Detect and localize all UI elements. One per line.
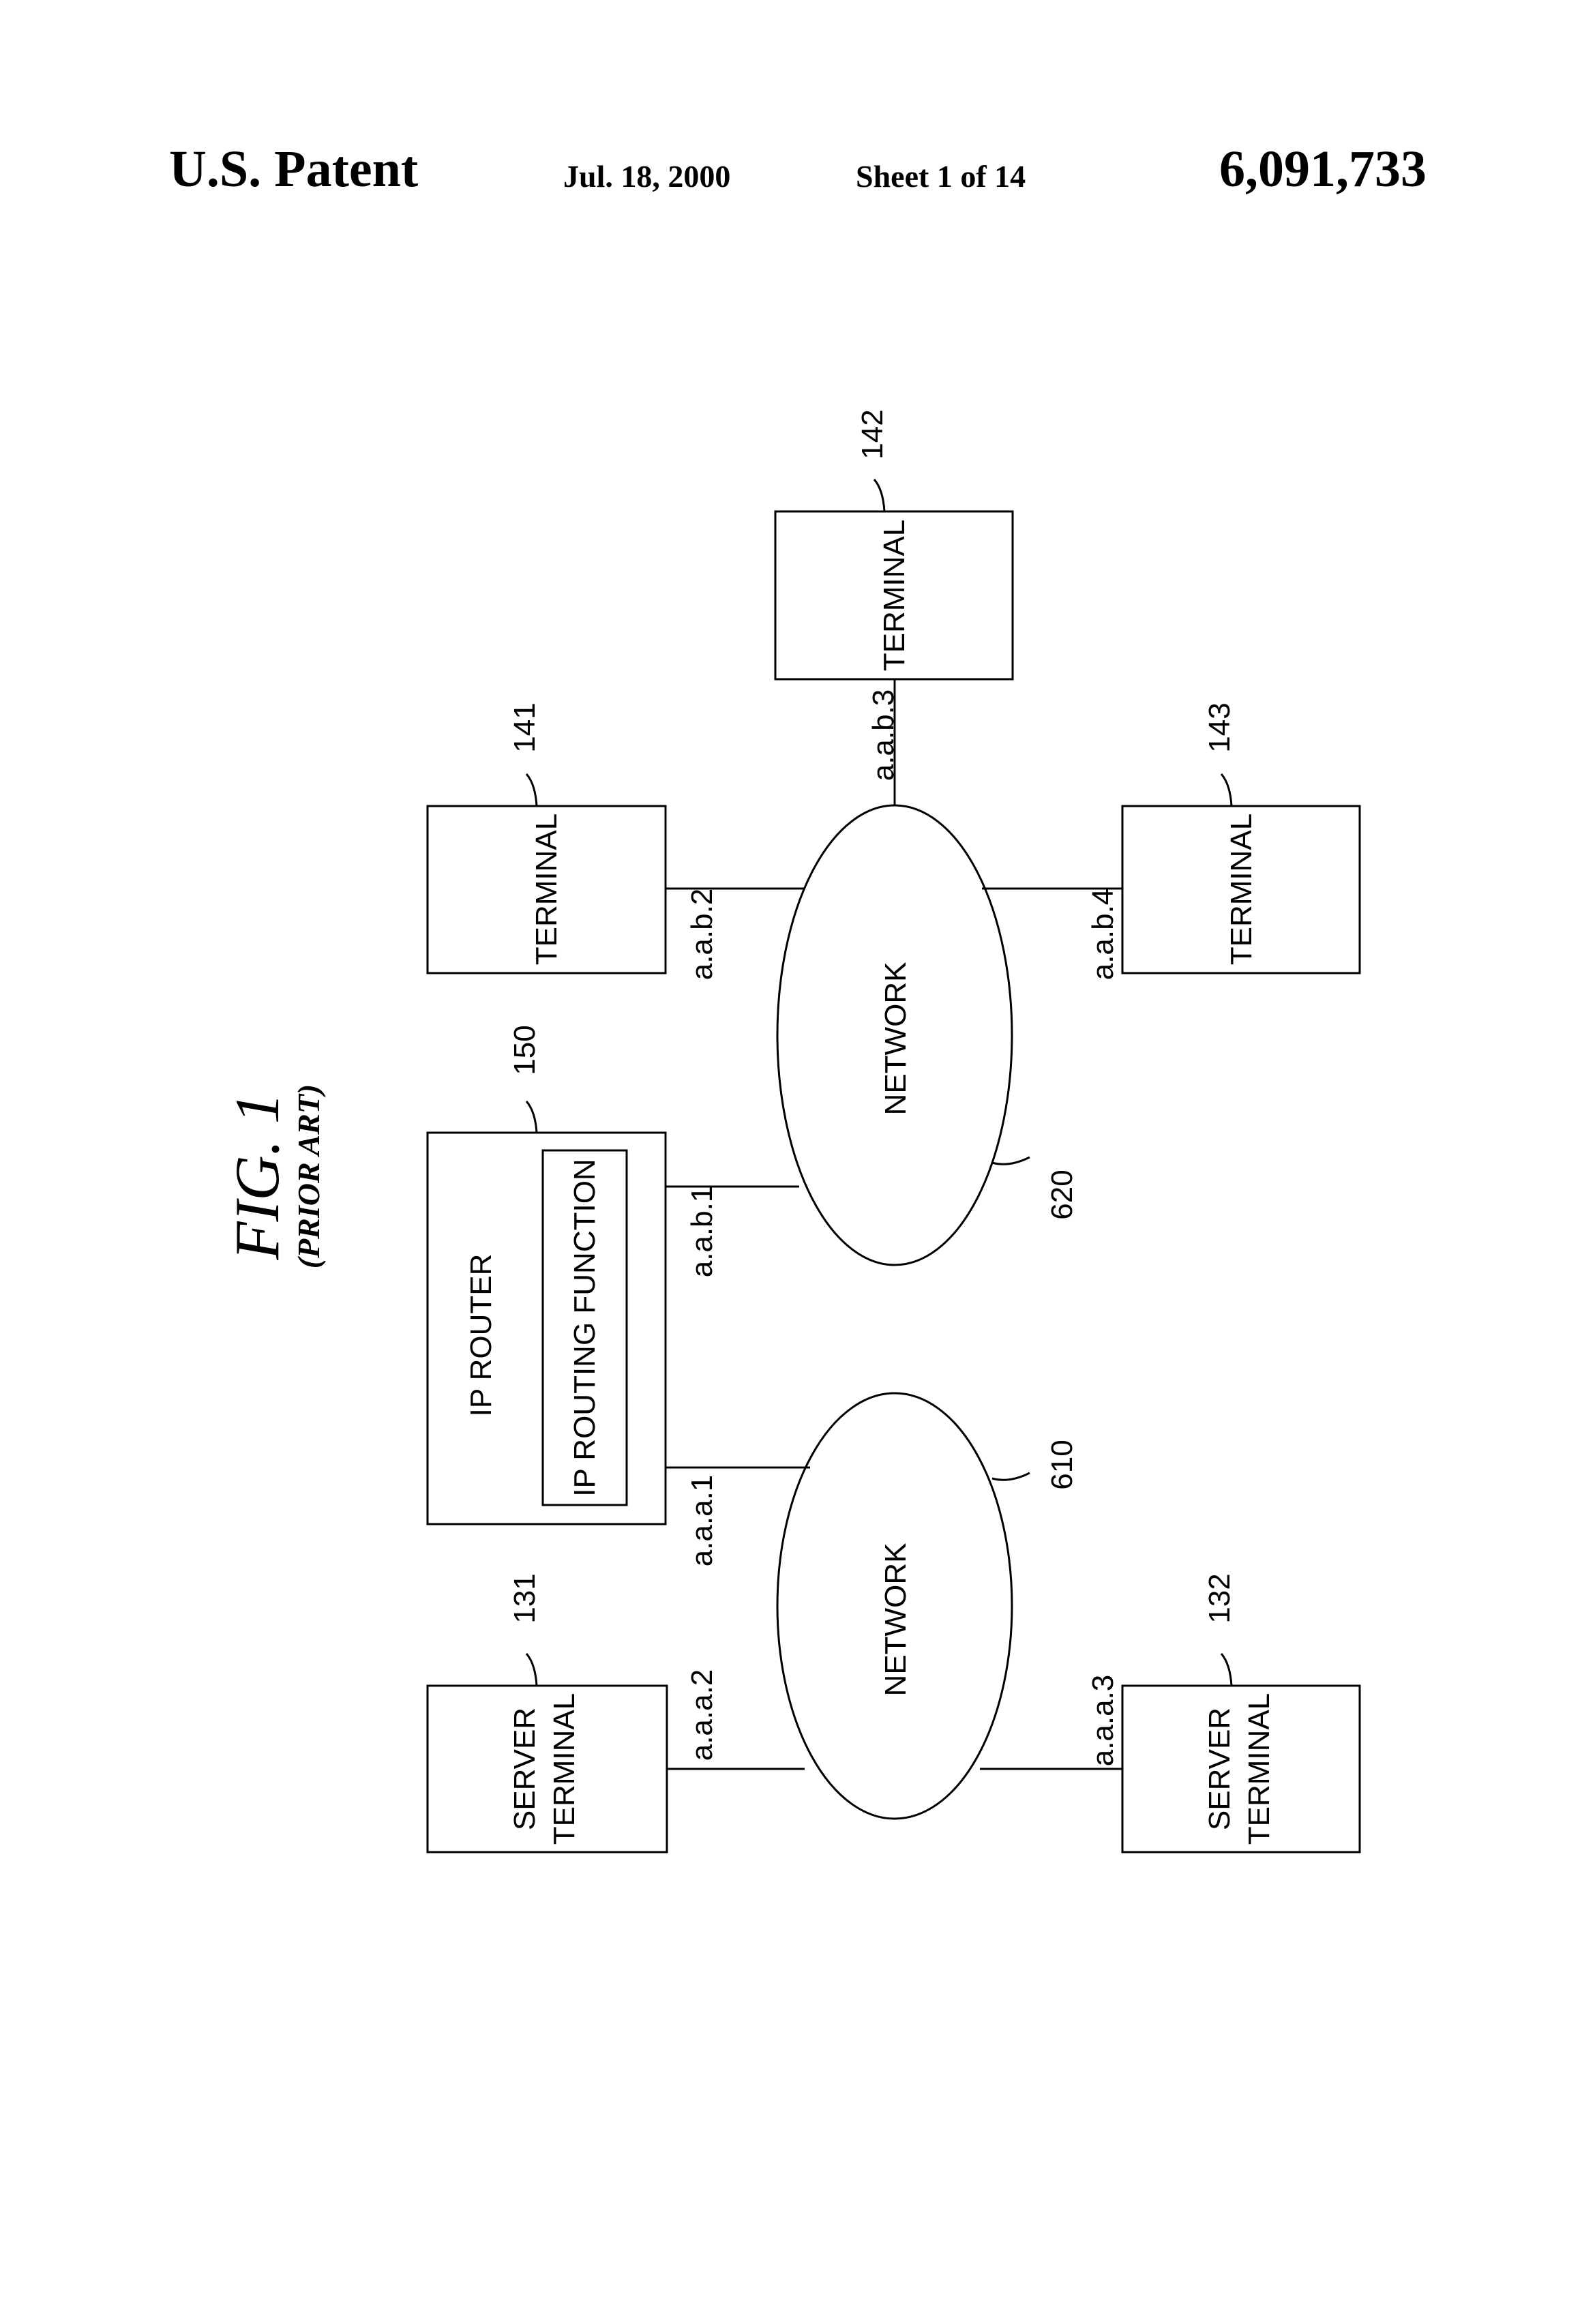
server-terminal-131-label-line2: TERMINAL xyxy=(548,1693,581,1845)
leader-143 xyxy=(1221,774,1232,806)
address-a-a-b-4: a.a.b.4 xyxy=(1086,889,1120,981)
server-terminal-132-label-line2: TERMINAL xyxy=(1242,1693,1276,1845)
ref-610: 610 xyxy=(1045,1440,1079,1489)
address-a-a-a-1: a.a.a.1 xyxy=(685,1475,719,1567)
figure-subtitle: (PRIOR ART) xyxy=(291,1084,326,1268)
leader-142 xyxy=(874,479,884,511)
server-terminal-132-label-line1: SERVER xyxy=(1203,1708,1236,1830)
network-610-label: NETWORK xyxy=(879,1543,912,1697)
ref-150: 150 xyxy=(508,1025,541,1075)
ref-143: 143 xyxy=(1203,702,1236,752)
server-terminal-132-box xyxy=(1122,1686,1360,1852)
ip-router-150-box xyxy=(428,1133,666,1524)
terminal-143-label: TERMINAL xyxy=(1225,814,1258,965)
leader-131 xyxy=(526,1654,537,1686)
address-a-a-a-2: a.a.a.2 xyxy=(685,1669,719,1761)
ip-routing-function-label: IP ROUTING FUNCTION xyxy=(568,1159,601,1496)
leader-610 xyxy=(992,1473,1030,1480)
ref-132: 132 xyxy=(1203,1573,1236,1623)
ip-router-label: IP ROUTER xyxy=(464,1254,498,1417)
ref-141: 141 xyxy=(508,702,541,752)
ref-142: 142 xyxy=(856,409,889,459)
ref-620: 620 xyxy=(1045,1170,1079,1219)
address-a-a-b-3: a.a.b.3 xyxy=(867,689,900,781)
leader-150 xyxy=(526,1101,537,1133)
address-a-a-b-1: a.a.b.1 xyxy=(685,1186,719,1278)
leader-141 xyxy=(526,774,537,806)
figure-title: FIG. 1 xyxy=(222,1092,292,1260)
leader-620 xyxy=(992,1157,1030,1164)
terminal-141-label: TERMINAL xyxy=(530,814,563,965)
leader-132 xyxy=(1221,1654,1232,1686)
address-a-a-b-2: a.a.b.2 xyxy=(685,889,719,981)
ref-131: 131 xyxy=(508,1573,541,1623)
terminal-142-label: TERMINAL xyxy=(878,520,911,671)
server-terminal-131-label-line1: SERVER xyxy=(508,1708,541,1830)
network-620-label: NETWORK xyxy=(879,962,912,1116)
address-a-a-a-3: a.a.a.3 xyxy=(1086,1675,1120,1767)
